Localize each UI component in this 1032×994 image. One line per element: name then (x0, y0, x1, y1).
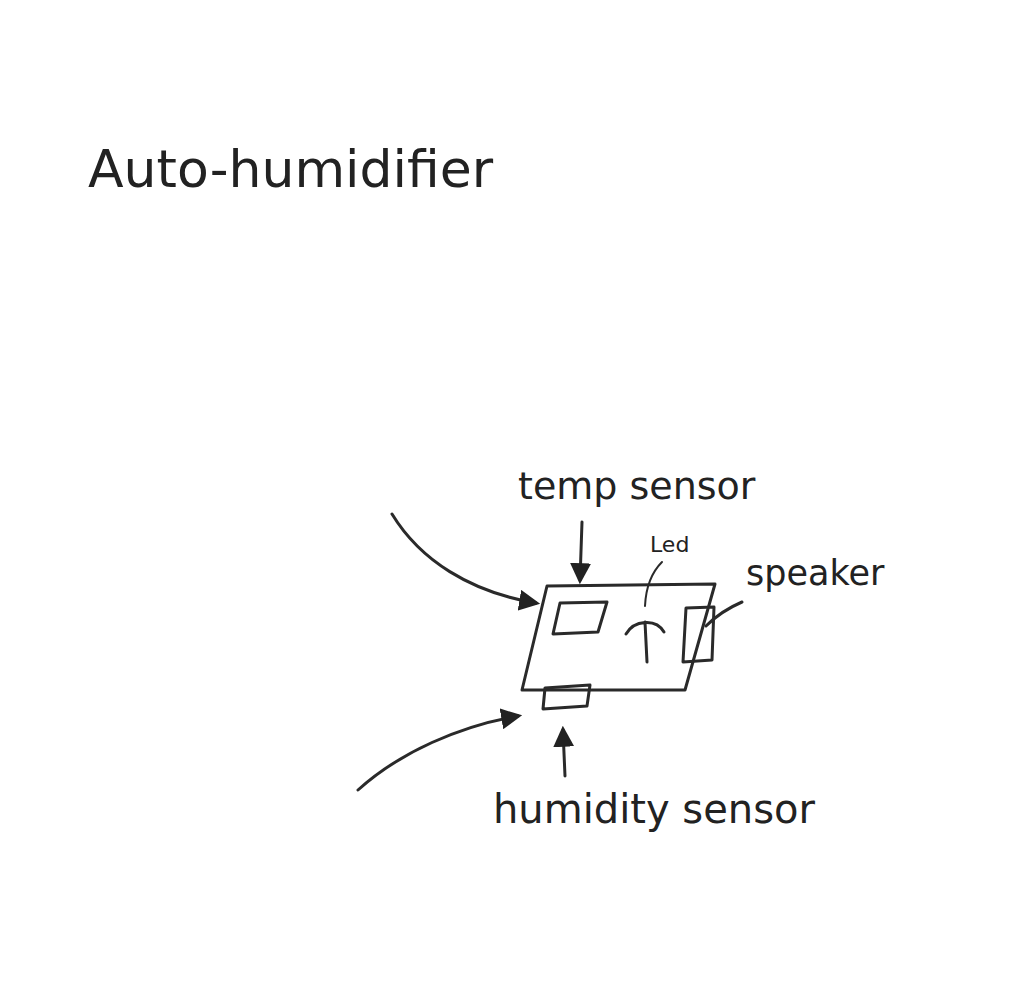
airflow-arrow (358, 716, 518, 790)
device-body (522, 584, 715, 690)
part-label: Led (650, 532, 689, 557)
humidity-sensor-symbol (543, 685, 590, 709)
airflow-arrow (392, 514, 536, 603)
leader-line (580, 522, 582, 580)
leader-line (563, 730, 565, 776)
temp-sensor-symbol (553, 602, 607, 634)
sketch-title: Auto-humidifier (88, 140, 493, 200)
part-label: temp sensor (518, 465, 755, 509)
part-label: humidity sensor (493, 786, 815, 832)
speaker-symbol (683, 607, 714, 662)
leader-line (645, 562, 662, 606)
part-label: speaker (746, 553, 884, 593)
led-symbol (626, 622, 664, 662)
leader-line (706, 602, 742, 626)
